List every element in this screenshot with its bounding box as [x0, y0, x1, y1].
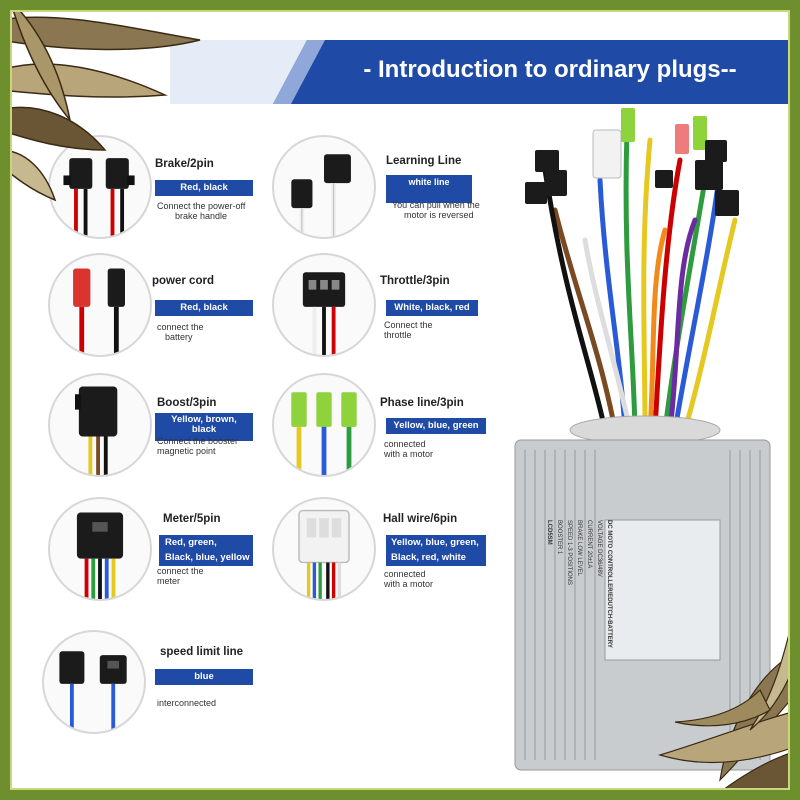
boost-connector-icon	[48, 373, 152, 477]
plug-desc-line: interconnected	[157, 698, 217, 708]
plug-desc-line: magnetic point	[157, 446, 216, 456]
color-badge: Yellow, brown, black	[155, 413, 253, 441]
plug-desc-line: throttle	[384, 330, 412, 340]
plug-desc-line: motor is reversed	[404, 210, 474, 220]
power-connector-icon	[48, 253, 152, 357]
color-badge: Yellow, blue, green	[386, 418, 486, 434]
controller-label: DC MOTO CONTROLLER/EDUTCH-BATTERY VOLTAG…	[496, 520, 614, 670]
plug-desc-line: Connect the booster	[157, 436, 239, 446]
leaf-decoration-icon	[657, 630, 800, 800]
color-badge: Black, blue, yellow	[159, 550, 253, 566]
plug-name: Boost/3pin	[157, 397, 217, 409]
plug-desc-line: connect the	[157, 322, 204, 332]
plug-desc-line: You can pull when the	[392, 200, 480, 210]
color-badge: Red, black	[155, 180, 253, 196]
phase-connector-icon	[272, 373, 376, 477]
plug-desc-line: meter	[157, 576, 181, 586]
label-line: SPEED 1-3 POSITIONS	[566, 520, 572, 586]
plug-desc-line: battery	[165, 332, 193, 342]
color-badge: Yellow, blue, green,	[386, 535, 486, 551]
color-badge: Red, black	[155, 300, 253, 316]
hall-connector-icon	[272, 497, 376, 601]
brake-connector-icon	[48, 135, 152, 239]
label-line: VOLTAGE DC36/48V	[596, 520, 602, 577]
plug-desc-line: with a motor	[384, 579, 434, 589]
throttle-connector-icon	[272, 253, 376, 357]
meter-connector-icon	[48, 497, 152, 601]
controller-image	[514, 108, 771, 771]
plug-desc-line: brake handle	[175, 211, 228, 221]
plug-desc-line: connected	[384, 569, 426, 579]
leaf-decoration-icon	[0, 0, 201, 202]
header-banner: - Introduction to ordinary plugs--	[170, 40, 790, 104]
plug-name: Learning Line	[386, 155, 462, 167]
color-badge: white line	[386, 175, 472, 203]
color-badge: Red, green,	[159, 535, 253, 551]
plug-desc-line: Connect the power-off	[157, 201, 246, 211]
label-line: BRAKE LOW LEVEL	[576, 520, 582, 577]
plug-name: power cord	[152, 275, 214, 287]
color-badge: blue	[155, 669, 253, 685]
plug-name: Brake/2pin	[155, 158, 214, 170]
plug-name: Hall wire/6pin	[383, 513, 458, 525]
color-badge: White, black, red	[386, 300, 478, 316]
plug-name: Throttle/3pin	[380, 275, 450, 287]
plug-desc-line: with a motor	[384, 449, 434, 459]
label-line: DC MOTO CONTROLLER/EDUTCH-BATTERY	[606, 520, 612, 648]
label-line: CURRENT 20±1A	[586, 520, 592, 569]
plug-name: speed limit line	[160, 646, 244, 658]
learning-connector-icon	[272, 135, 376, 239]
plug-name: Phase line/3pin	[380, 397, 464, 409]
label-line: LCD5SM	[546, 520, 552, 545]
label-line: BOOSTER 1	[556, 520, 562, 555]
plug-desc-line: Connect the	[384, 320, 433, 330]
page-title: - Introduction to ordinary plugs--	[363, 56, 737, 83]
color-badge: Black, red, white	[386, 550, 486, 566]
speed-limit-connector-icon	[42, 630, 146, 734]
plug-desc-line: connected	[384, 439, 426, 449]
plug-desc-line: connect the	[157, 566, 204, 576]
plug-name: Meter/5pin	[163, 513, 221, 525]
